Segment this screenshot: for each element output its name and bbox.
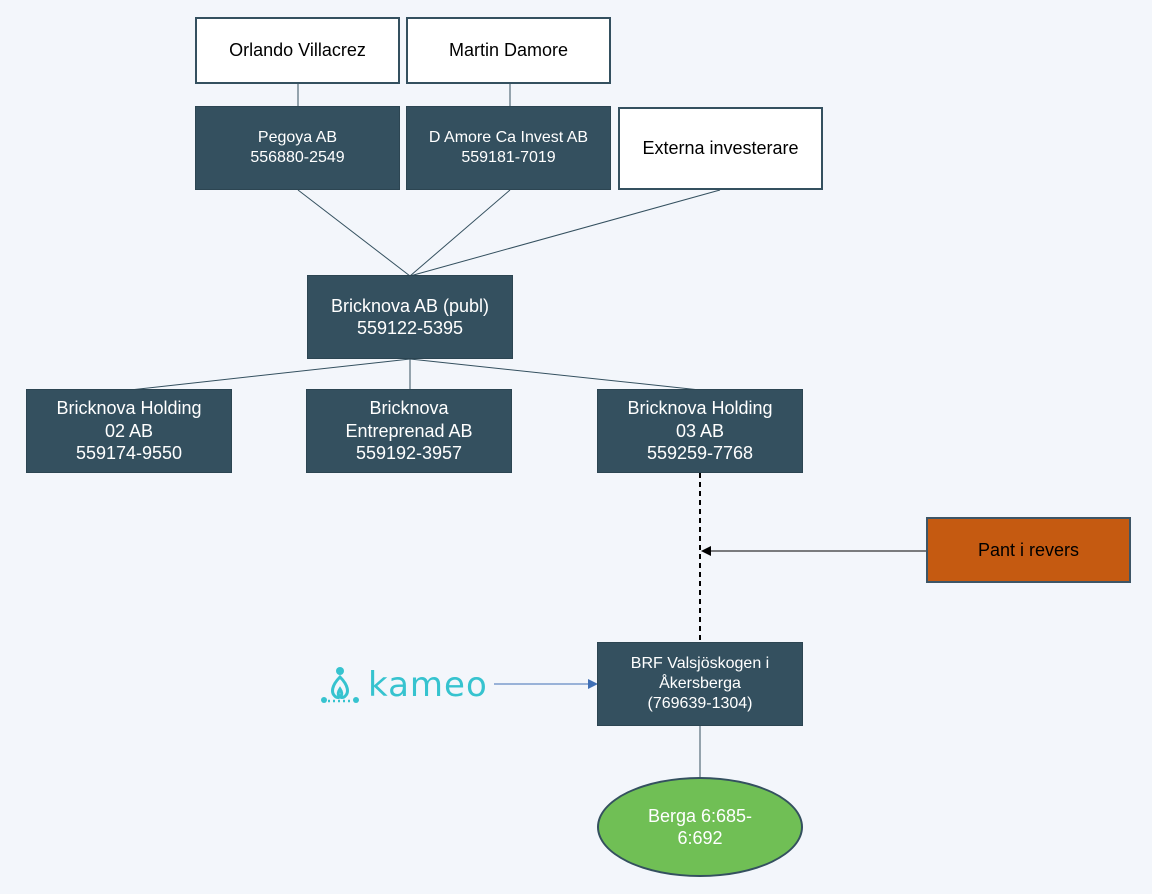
damore-name: D Amore Ca Invest AB xyxy=(428,129,589,146)
holding02-line1: Bricknova Holding xyxy=(56,398,202,419)
company-pegoya: Pegoya AB 556880-2549 xyxy=(195,106,400,190)
holding02-line2: 02 AB xyxy=(104,420,154,441)
holding03-orgnr: 559259-7768 xyxy=(646,443,754,464)
pant-i-revers-box: Pant i revers xyxy=(926,517,1131,583)
bricknova-name: Bricknova AB (publ) xyxy=(330,295,490,316)
line-bricknova-holding02 xyxy=(129,358,411,391)
line-externa-bricknova xyxy=(409,189,721,277)
pegoya-name: Pegoya AB xyxy=(257,129,338,146)
brf-line2: Åkersberga xyxy=(659,675,741,692)
entreprenad-orgnr: 559192-3957 xyxy=(355,443,463,464)
brf-line1: BRF Valsjöskogen i xyxy=(630,655,770,672)
kameo-logo: kameo xyxy=(318,662,498,708)
property-berga-ellipse: Berga 6:685- 6:692 xyxy=(597,777,803,877)
holding02-orgnr: 559174-9550 xyxy=(75,443,183,464)
company-damore: D Amore Ca Invest AB 559181-7019 xyxy=(406,106,611,190)
externa-label: Externa investerare xyxy=(642,138,799,159)
holding03-line1: Bricknova Holding xyxy=(627,398,773,419)
person-martin-label: Martin Damore xyxy=(448,40,569,61)
pant-label: Pant i revers xyxy=(977,539,1080,560)
brf-orgnr: (769639-1304) xyxy=(647,695,753,712)
bricknova-orgnr: 559122-5395 xyxy=(356,318,464,338)
pegoya-orgnr: 556880-2549 xyxy=(250,149,345,166)
company-bricknova-entreprenad: Bricknova Entreprenad AB 559192-3957 xyxy=(306,389,512,473)
line-pegoya-bricknova xyxy=(297,189,411,277)
company-bricknova-holding-02: Bricknova Holding 02 AB 559174-9550 xyxy=(26,389,232,473)
line-bricknova-holding03 xyxy=(409,358,701,391)
company-brf-valsjoskogen: BRF Valsjöskogen i Åkersberga (769639-13… xyxy=(597,642,803,726)
person-orlando-label: Orlando Villacrez xyxy=(229,40,366,61)
kameo-logo-text: kameo xyxy=(368,665,488,705)
property-line1: Berga 6:685- xyxy=(647,805,753,826)
entreprenad-line1: Bricknova xyxy=(369,398,449,419)
company-bricknova-holding-03: Bricknova Holding 03 AB 559259-7768 xyxy=(597,389,803,473)
person-martin-damore: Martin Damore xyxy=(406,17,611,84)
company-bricknova-ab: Bricknova AB (publ) 559122-5395 xyxy=(307,275,513,359)
kameo-logo-icon xyxy=(321,667,359,703)
line-damore-bricknova xyxy=(409,189,511,277)
damore-orgnr: 559181-7019 xyxy=(461,149,556,166)
entreprenad-line2: Entreprenad AB xyxy=(345,420,473,441)
holding03-line2: 03 AB xyxy=(675,420,725,441)
property-line2: 6:692 xyxy=(677,828,723,848)
person-orlando-villacrez: Orlando Villacrez xyxy=(195,17,400,84)
externa-investerare: Externa investerare xyxy=(618,107,823,190)
